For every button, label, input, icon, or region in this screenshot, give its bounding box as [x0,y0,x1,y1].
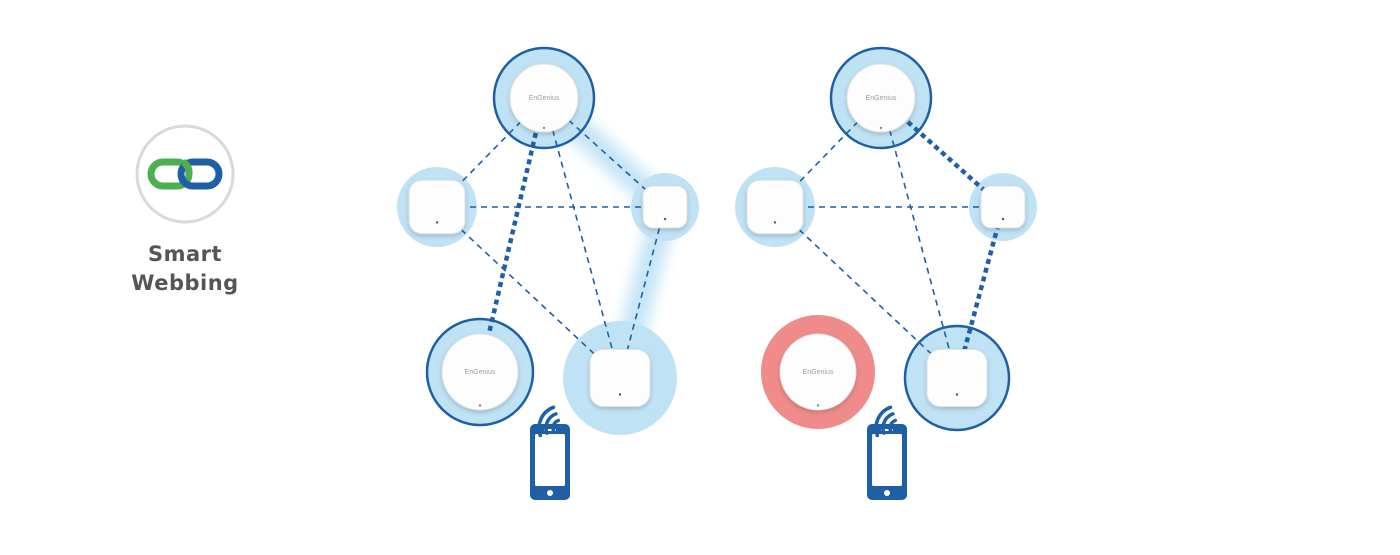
access-point-device [746,179,804,235]
mesh-link [880,97,958,379]
ap-brand-label: EnGenius [866,95,897,102]
feature-label: Smart Webbing [110,240,260,298]
ap-brand-label: EnGenius [529,95,560,102]
mesh-link-active [477,97,547,373]
smartphone-icon [867,424,907,500]
access-point-device [642,185,688,229]
wifi-signal-icon [537,405,561,438]
access-point-device [926,349,988,407]
mesh-link [774,206,958,379]
feature-title-line-1: Smart [147,242,223,266]
smartphone-icon [530,424,570,500]
access-point-device [589,349,651,407]
access-point-device: EnGenius [846,63,916,133]
access-point-device [980,185,1026,229]
feature-title-line-2: Webbing [131,271,239,295]
mesh-link [436,206,621,379]
ap-brand-label: EnGenius [803,369,834,376]
access-point-device: EnGenius [779,333,857,411]
wifi-signal-icon [874,405,898,438]
access-point-device [408,179,466,235]
mesh-link [543,97,621,379]
access-point-device: EnGenius [441,333,519,411]
ap-brand-label: EnGenius [465,369,496,376]
chain-link-icon [135,124,235,224]
access-point-device: EnGenius [509,63,579,133]
